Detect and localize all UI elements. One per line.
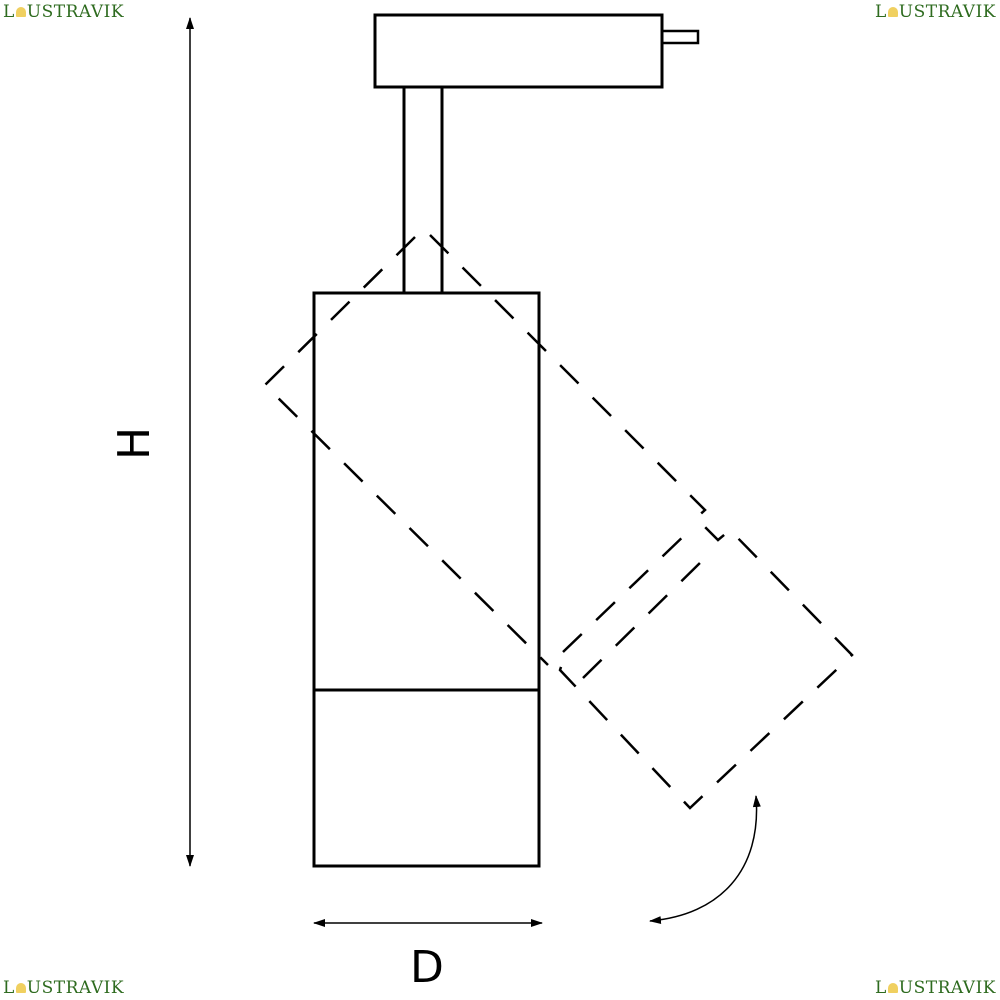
- lamp-body: [312, 291, 541, 868]
- lamp-icon: [887, 983, 898, 993]
- tilt-angle-arrow: [649, 795, 761, 925]
- track-adapter: [373, 13, 664, 89]
- lamp-icon: [15, 7, 26, 17]
- lamp-icon: [15, 983, 26, 993]
- height-label: H: [109, 426, 161, 461]
- adapter-pin: [660, 29, 700, 45]
- tilted-position-outline: [263, 234, 854, 810]
- lamp-icon: [887, 7, 898, 17]
- diameter-label: D: [410, 942, 444, 993]
